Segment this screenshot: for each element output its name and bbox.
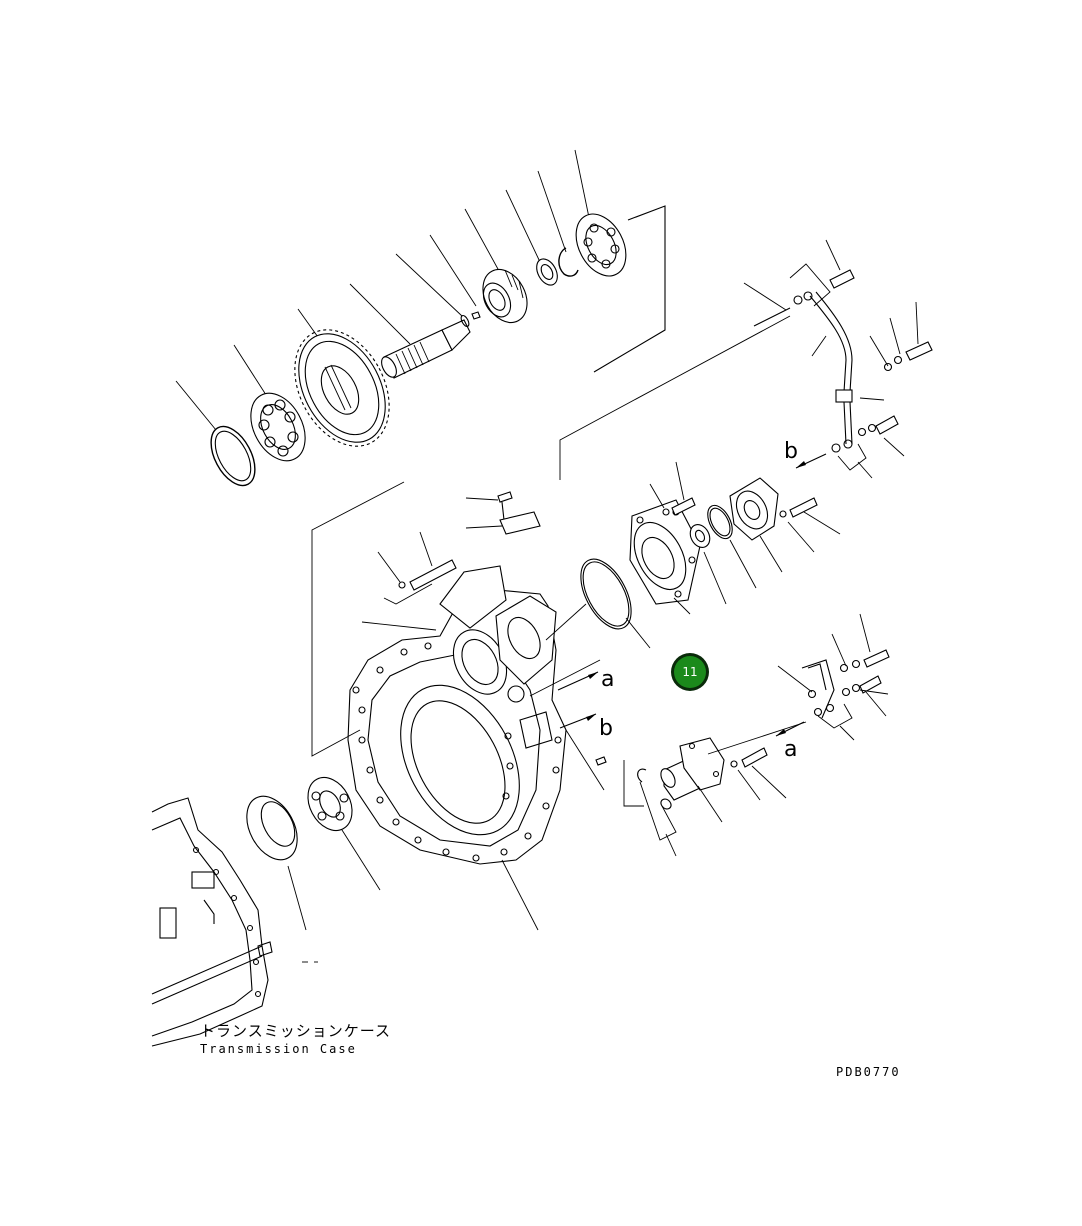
- ball-bearing-top: [575, 213, 627, 277]
- o-ring-large: [580, 558, 632, 630]
- screw-and-nameplate: [465, 491, 541, 535]
- spur-gear-large: [294, 329, 390, 447]
- ref-label-b-right: b: [784, 439, 798, 464]
- arrow-a-housing: [529, 659, 601, 697]
- arrow-a-right: [775, 721, 805, 737]
- small-snap-ring: [460, 311, 481, 328]
- output-flange-assembly: [623, 721, 807, 857]
- taper-bearing-cup: [246, 795, 307, 931]
- arrow-b-housing: [559, 713, 607, 791]
- o-ring-small: [707, 504, 733, 540]
- ref-label-a-upper: a: [601, 667, 614, 692]
- housing-bolt-holes: [352, 642, 562, 862]
- splined-shaft: [381, 319, 471, 379]
- snap-ring-large: [210, 425, 256, 487]
- leader-lines-top: [175, 149, 593, 431]
- ref-label-a-right: a: [784, 737, 797, 762]
- callout-number: 11: [682, 665, 697, 679]
- assembly-bracket-lines: [311, 315, 791, 757]
- transmission-housing: [347, 565, 567, 931]
- roller-bearing-cone: [482, 269, 528, 323]
- lock-nut: [536, 258, 558, 286]
- nut-medium: [689, 524, 711, 548]
- pto-cover-flange: [629, 499, 701, 605]
- caption-japanese: トランスミッションケース: [200, 1022, 391, 1040]
- bearing-bracket-top: [593, 205, 666, 373]
- bolts-right-mid: [625, 461, 841, 649]
- taper-bearing-cone: [307, 777, 381, 891]
- arrow-b-top: [795, 453, 827, 469]
- lower-right-bolts: [777, 613, 890, 741]
- callout-badge-11[interactable]: 11: [671, 653, 709, 691]
- bearing-housing-right: [729, 477, 779, 541]
- caption-english: Transmission Case: [200, 1042, 357, 1056]
- ball-bearing-left: [250, 392, 306, 462]
- lube-pipe-assembly: [743, 239, 933, 479]
- ref-label-b-upper: b: [599, 716, 613, 741]
- circlip-small: [558, 247, 579, 277]
- drawing-code: PDB0770: [836, 1065, 901, 1079]
- callout-fill: [674, 656, 706, 688]
- transmission-case-outline: [151, 797, 318, 1047]
